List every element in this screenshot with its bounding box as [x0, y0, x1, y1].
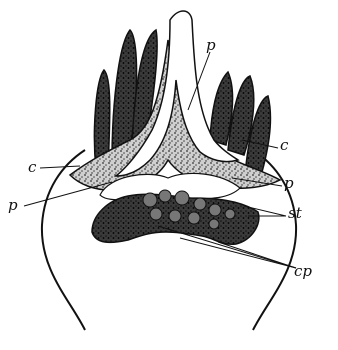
label-cp: cp	[294, 264, 312, 279]
label-st: st	[288, 206, 302, 221]
label-p-top: p	[206, 38, 216, 53]
label-c-right: c	[280, 138, 288, 153]
label-p-right: p	[284, 176, 294, 191]
label-c-left: c	[28, 160, 36, 175]
label-p-left: p	[8, 198, 18, 213]
